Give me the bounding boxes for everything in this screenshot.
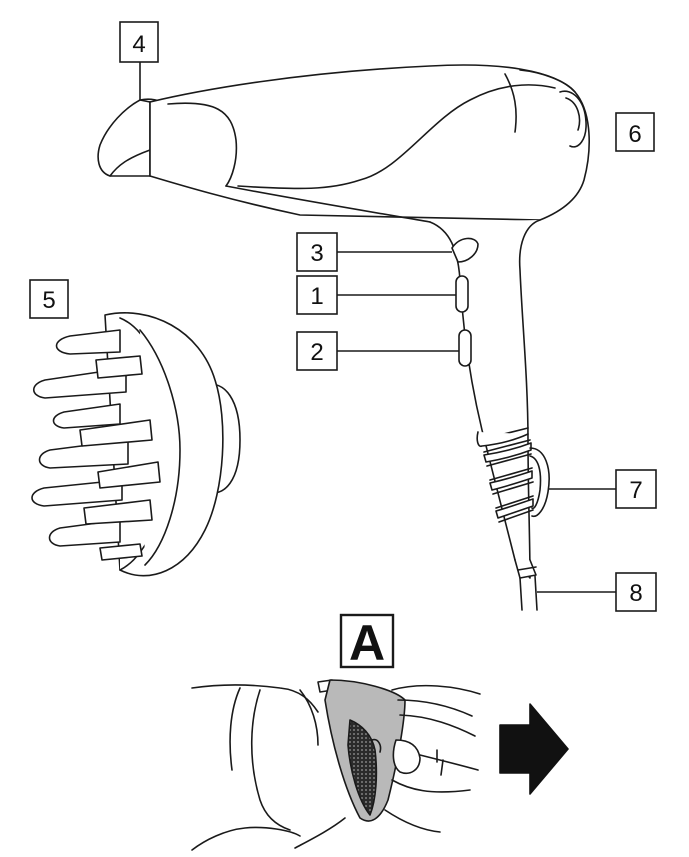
callout-4: 4 [119, 21, 159, 63]
power-cord [514, 559, 538, 611]
callout-5-label: 5 [42, 287, 55, 314]
hanging-loop[interactable] [529, 447, 550, 518]
hair-dryer [97, 64, 590, 611]
callout-3: 3 [296, 232, 338, 272]
svg-text:A: A [349, 615, 385, 671]
callout-leader-lines [139, 62, 616, 593]
callout-1: 1 [296, 275, 338, 315]
right-hand [384, 684, 481, 833]
callout-8-label: 8 [629, 580, 642, 607]
callout-4-label: 4 [132, 31, 145, 58]
callout-2: 2 [296, 331, 338, 371]
removal-direction-arrow [499, 703, 569, 795]
left-hand [191, 684, 346, 851]
speed-switch[interactable] [455, 275, 469, 313]
callout-2-label: 2 [310, 339, 323, 366]
callout-5: 5 [29, 279, 69, 319]
callout-3-label: 3 [310, 240, 323, 267]
diffuser [31, 312, 241, 577]
callout-1-label: 1 [310, 283, 323, 310]
callout-7: 7 [615, 469, 657, 509]
dryer-handle [429, 219, 541, 579]
heat-switch[interactable] [458, 329, 472, 367]
rear-filter-cover [559, 90, 587, 148]
cool-shot-button[interactable] [451, 237, 479, 263]
callout-6-label: 6 [628, 121, 641, 148]
callout-7-label: 7 [629, 477, 642, 504]
panel-a-illustration [191, 679, 569, 851]
callout-8: 8 [615, 572, 657, 612]
panel-a-label: A [339, 613, 395, 671]
callout-6: 6 [615, 112, 655, 152]
diffuser-fingers [31, 329, 161, 561]
cord-protector [476, 427, 534, 523]
rear-filter-removed [317, 679, 406, 822]
dryer-body [149, 64, 590, 223]
